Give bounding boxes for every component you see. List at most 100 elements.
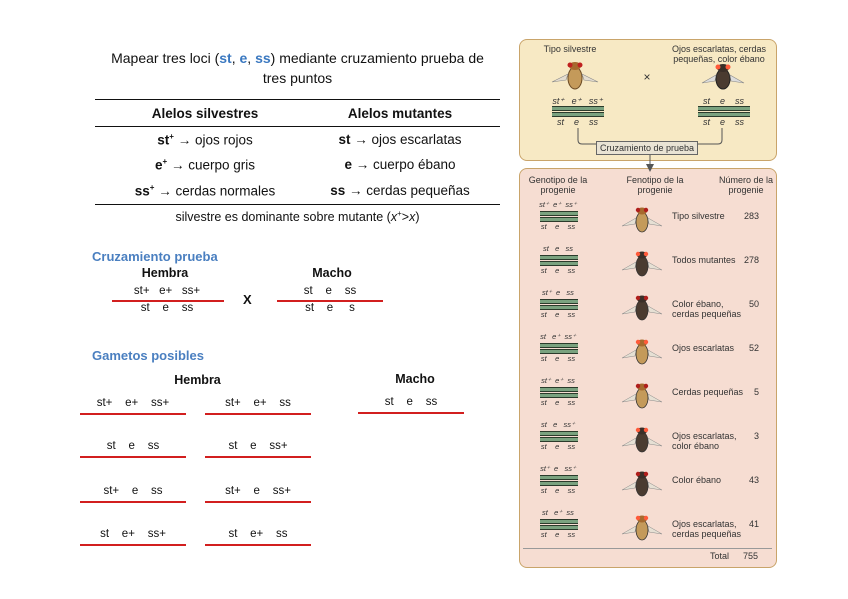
progeny-genotype-bottom: st e ss xyxy=(540,354,576,363)
gamete-chromosome-line xyxy=(205,456,311,458)
testcross-female-top: st+ e+ ss+ xyxy=(133,285,201,297)
mutant-allele-cell: ss → cerdas pequeñas xyxy=(300,183,500,198)
allele-symbol: e xyxy=(155,157,163,173)
progeny-fly-icon xyxy=(621,515,663,541)
progeny-chromosome xyxy=(540,211,578,216)
progeny-genotype-top: st e⁺ ss⁺ xyxy=(540,332,576,341)
female-gamete: st+ e+ ss xyxy=(225,397,291,409)
progeny-chromosome xyxy=(540,255,578,260)
progeny-fly-icon xyxy=(621,427,663,453)
parent-mutant-genotype-top: st e ss xyxy=(702,96,744,106)
title-locus-st: st xyxy=(219,50,232,66)
progeny-genotype-bottom: st e ss xyxy=(540,266,576,275)
progeny-genotype-bottom: st e ss xyxy=(540,222,576,231)
page-title: Mapear tres loci (st, e, ss) mediante cr… xyxy=(95,48,500,88)
wild-allele-cell: ss+ → cerdas normales xyxy=(95,183,315,199)
allele-symbol: e xyxy=(344,157,352,172)
progeny-fly-icon xyxy=(621,251,663,277)
progeny-fly-icon xyxy=(621,339,663,365)
table-header-mutant: Alelos mutantes xyxy=(347,106,453,121)
parental-cross-panel xyxy=(519,39,777,161)
parent-wild-genotype-bottom: st e ss xyxy=(556,117,598,127)
parent-times: × xyxy=(643,70,651,84)
allele-description: → cuerpo ébano xyxy=(351,157,456,172)
progeny-chromosome xyxy=(540,519,578,524)
progeny-chromosome xyxy=(540,481,578,486)
allele-symbol: st xyxy=(157,132,170,148)
progeny-phenotype: Color ébano xyxy=(672,475,722,485)
mutant-allele-cell: st → ojos escarlatas xyxy=(300,132,500,147)
progeny-fly-icon xyxy=(621,207,663,233)
progeny-genotype-top: st⁺ e⁺ ss⁺ xyxy=(539,200,577,209)
total-rule xyxy=(523,548,772,549)
total-label: Total xyxy=(710,551,730,561)
progeny-fly-icon xyxy=(621,383,663,409)
progeny-phenotype: Tipo silvestre xyxy=(672,211,725,221)
col-header-genotype: Genotipo de la progenie xyxy=(528,175,588,195)
testcross-heading: Cruzamiento prueba xyxy=(92,249,218,264)
parent-mutant-label: Ojos escarlatas, cerdas pequeñas, color … xyxy=(671,44,767,64)
testcross-male-bottom: st e s xyxy=(305,302,355,314)
progeny-phenotype: Todos mutantes xyxy=(672,255,736,265)
progeny-fly-icon xyxy=(621,471,663,497)
male-gamete: st e ss xyxy=(384,396,438,408)
testcross-male-top: st e ss xyxy=(303,285,357,297)
progeny-phenotype: Ojos escarlatas xyxy=(672,343,735,353)
progeny-chromosome xyxy=(540,437,578,442)
table-header-wild: Alelos silvestres xyxy=(151,106,259,121)
footer-gt: > xyxy=(401,210,410,225)
female-gamete: st+ e ss xyxy=(103,485,163,497)
testcross-female-chromosome xyxy=(112,300,224,302)
parent-wild-chromosome xyxy=(552,112,604,117)
progeny-phenotype: Ojos escarlatas, color ébano xyxy=(672,431,737,451)
footer-sup: + xyxy=(397,209,402,218)
progeny-chromosome xyxy=(540,305,578,310)
progeny-chromosome xyxy=(540,387,578,392)
footer-x: x xyxy=(390,210,398,225)
progeny-chromosome xyxy=(540,431,578,436)
progeny-genotype-top: st e ss⁺ xyxy=(541,420,575,429)
gamete-chromosome-line xyxy=(205,413,311,415)
progeny-chromosome xyxy=(540,349,578,354)
progeny-count: 278 xyxy=(743,255,759,265)
progeny-count: 283 xyxy=(743,211,759,221)
allele-superscript: + xyxy=(149,183,155,192)
title-locus-ss: ss xyxy=(255,50,271,66)
mutant-allele-cell: e → cuerpo ébano xyxy=(300,157,500,172)
testcross-male-chromosome xyxy=(277,300,383,302)
progeny-count: 3 xyxy=(753,431,759,441)
progeny-genotype-bottom: st e ss xyxy=(540,530,576,539)
table-top-rule xyxy=(95,99,500,100)
progeny-genotype-bottom: st e ss xyxy=(540,398,576,407)
progeny-chromosome xyxy=(540,261,578,266)
progeny-phenotype: Color ébano, cerdas pequeñas xyxy=(672,299,742,319)
wild-allele-cell: st+ → ojos rojos xyxy=(95,132,315,148)
progeny-count: 41 xyxy=(748,519,759,529)
female-gamete: st+ e+ ss+ xyxy=(96,397,170,409)
progeny-genotype-bottom: st e ss xyxy=(540,442,576,451)
testcross-female-label: Hembra xyxy=(141,266,189,280)
parent-wild-genotype-top: st⁺ e⁺ ss⁺ xyxy=(552,96,603,106)
allele-description: → ojos escarlatas xyxy=(350,132,462,147)
gamete-chromosome-line xyxy=(80,413,186,415)
gamete-chromosome-line xyxy=(80,456,186,458)
mutant-fly-icon xyxy=(701,64,745,90)
progeny-count: 5 xyxy=(753,387,759,397)
parent-mutant-chromosome xyxy=(698,112,750,117)
gamete-chromosome-line xyxy=(205,501,311,503)
female-gamete: st+ e ss+ xyxy=(225,485,291,497)
gamete-chromosome-line xyxy=(80,544,186,546)
female-gamete: st e ss+ xyxy=(228,440,288,452)
title-line2: tres puntos xyxy=(262,70,333,86)
gametes-male-label: Macho xyxy=(395,372,435,386)
progeny-genotype-top: st⁺ e ss xyxy=(542,288,574,297)
progeny-genotype-bottom: st e ss xyxy=(540,310,576,319)
progeny-phenotype: Ojos escarlatas, cerdas pequeñas xyxy=(672,519,742,539)
testcross-male-label: Macho xyxy=(312,266,352,280)
gamete-chromosome-line xyxy=(80,501,186,503)
progeny-panel xyxy=(519,168,777,568)
title-sep: , xyxy=(247,50,256,66)
allele-superscript: + xyxy=(169,132,174,141)
parent-wild-chromosome xyxy=(552,106,604,111)
testcross-times: X xyxy=(243,292,252,307)
